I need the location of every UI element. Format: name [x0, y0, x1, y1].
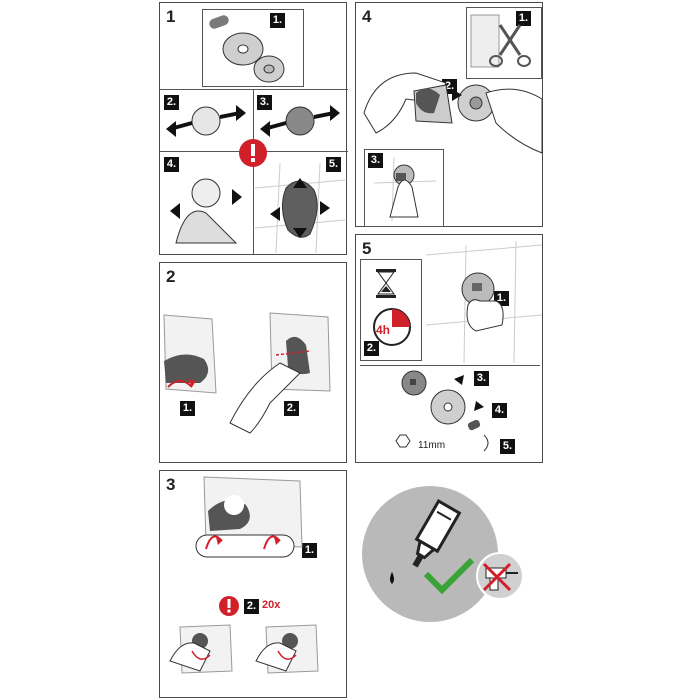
divider	[253, 89, 254, 255]
panel-number: 1	[166, 7, 176, 26]
repeat-count-label: 20x	[262, 599, 281, 611]
step-badge-5: 5.	[326, 157, 341, 172]
panel-2: 2 1. 2.	[159, 262, 347, 463]
step-badge-5: 5.	[500, 439, 515, 454]
divider	[360, 365, 540, 366]
panel3-illustration	[169, 476, 319, 674]
panel-number: 5	[362, 239, 372, 258]
timer-label: 4h	[376, 323, 391, 337]
step-badge-1: 1.	[270, 13, 285, 28]
panel-5: 5 2. 1. 3. 4. 5. 11mm	[355, 234, 543, 463]
panel-1: 1 1. 2. 3. 4. 5.	[159, 2, 348, 255]
drill-forbidden-icon	[476, 552, 524, 600]
panel-4: 4 1. 3. 2.	[355, 2, 543, 227]
divider	[160, 89, 348, 90]
subbox-1	[202, 9, 304, 87]
panel-number: 4	[362, 7, 372, 26]
panel2-illustration	[163, 312, 331, 434]
subbox-scissors	[466, 7, 542, 79]
panel4-illustration	[363, 14, 543, 222]
step-badge-4: 4.	[492, 403, 507, 418]
panel-number: 3	[166, 475, 176, 494]
step-badge-2: 2.	[244, 599, 259, 614]
step-badge-2: 2.	[364, 341, 379, 356]
panel5-illustration	[373, 240, 543, 452]
panel-3: 3 1. 2. 20x	[159, 470, 347, 698]
step-badge-3: 3.	[474, 371, 489, 386]
subbox-wait	[360, 259, 422, 361]
step-badge-4: 4.	[164, 157, 179, 172]
step-badge-2: 2.	[164, 95, 179, 110]
glue-tube-allowed-icon	[362, 486, 498, 622]
step-badge-3: 3.	[368, 153, 383, 168]
step-badge-2: 2.	[284, 401, 299, 416]
step-badge-1: 1.	[302, 543, 317, 558]
wrench-size-label: 11mm	[418, 440, 446, 451]
step-badge-3: 3.	[257, 95, 272, 110]
subbox-apply	[364, 149, 444, 227]
step-badge-1: 1.	[516, 11, 531, 26]
panel1-steps-illustration	[166, 105, 346, 254]
step-badge-1: 1.	[180, 401, 195, 416]
exclamation-warning-icon	[219, 596, 239, 616]
discs-illustration	[209, 15, 285, 83]
hourglass-icon	[376, 269, 396, 298]
exclamation-warning-icon	[239, 139, 267, 167]
panel-number: 2	[166, 267, 176, 286]
